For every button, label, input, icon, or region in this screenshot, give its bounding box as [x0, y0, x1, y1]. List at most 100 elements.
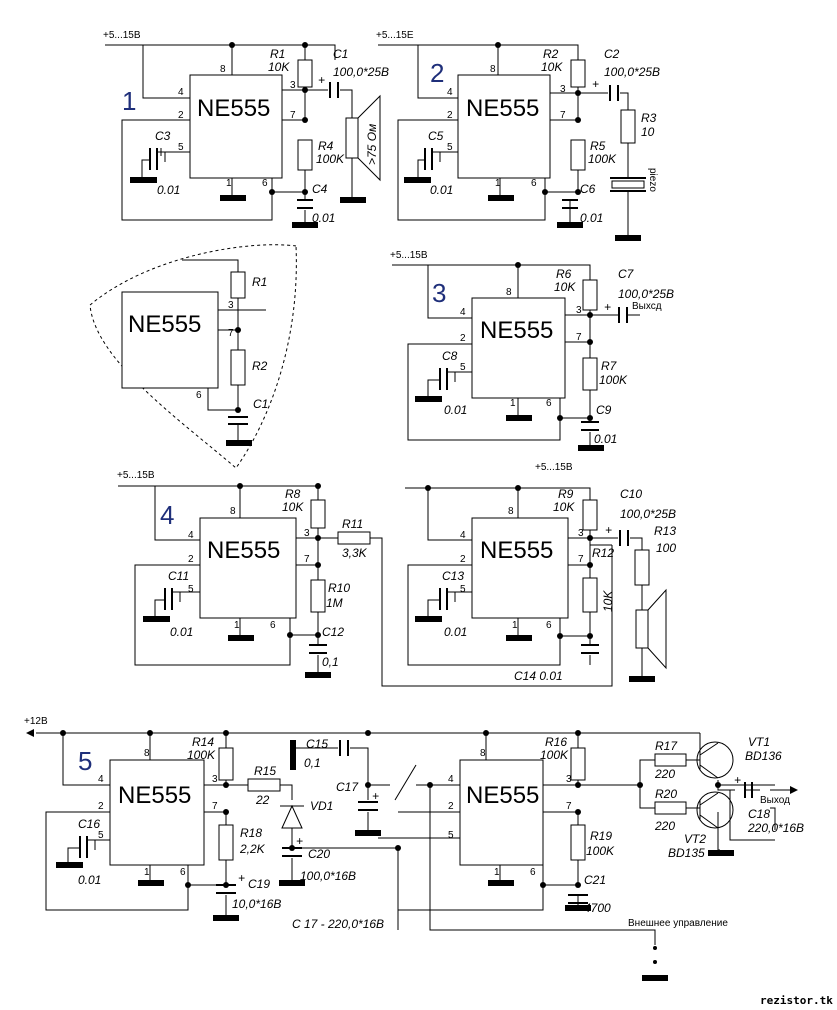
- polarity-plus: +: [296, 834, 303, 848]
- pin-label: 8: [144, 748, 150, 759]
- pin-label: 4: [178, 87, 184, 98]
- component-value: 100,0*25B: [618, 287, 674, 301]
- resistor-r11: [337, 531, 371, 545]
- component-value: 0,1: [304, 756, 321, 770]
- pin-label: 7: [576, 332, 582, 343]
- output-label: Выхсд: [632, 301, 662, 312]
- component-label: R19: [590, 829, 612, 843]
- component-value: 0.01: [78, 873, 101, 887]
- pin-label: 7: [304, 554, 310, 565]
- pin-label: 7: [578, 554, 584, 565]
- component-value: 100K: [599, 373, 628, 387]
- chip-name-3: NE555: [480, 317, 553, 344]
- pin-label: 2: [448, 801, 454, 812]
- resistor-r2-example: [230, 349, 246, 386]
- circuit-2: +5...15E 2 NE555 8 4 2 5 1 6 3 7 R2 10K …: [376, 30, 660, 241]
- pin-label: 5: [188, 584, 194, 595]
- pin-label: 1: [510, 398, 516, 409]
- diode-vd1: [280, 804, 304, 829]
- component-value: 22: [255, 793, 270, 807]
- pin-label: 2: [178, 110, 184, 121]
- component-label: C1: [333, 47, 348, 61]
- chip-name-1: NE555: [197, 95, 270, 122]
- pin-label: 4: [448, 774, 454, 785]
- supply-label-4: +5...15B: [117, 470, 155, 481]
- component-label: R1: [270, 47, 285, 61]
- component-value: 3,3K: [342, 546, 368, 560]
- component-value: 10,0*16B: [232, 897, 281, 911]
- component-label: C13: [442, 569, 464, 583]
- component-label: VT2: [684, 832, 706, 846]
- component-value: 10K: [554, 280, 576, 294]
- output-label: Выход: [760, 795, 790, 806]
- pin-label: 2: [460, 554, 466, 565]
- component-label: C3: [155, 129, 171, 143]
- component-value: 10K: [268, 60, 290, 74]
- pin-label: 3: [566, 774, 572, 785]
- pin-label: 7: [560, 110, 566, 121]
- component-label: R3: [641, 111, 657, 125]
- component-value: 100K: [586, 844, 615, 858]
- pin-label: 3: [560, 84, 566, 95]
- component-value: 10: [641, 125, 655, 139]
- component-label: C8: [442, 349, 458, 363]
- resistor-r3: [620, 109, 636, 144]
- polarity-plus: +: [734, 773, 741, 787]
- pin-label: 1: [234, 620, 240, 631]
- component-value: 100,0*25B: [604, 65, 660, 79]
- resistor-r20: [654, 801, 687, 815]
- component-value: 100,0*25B: [620, 507, 676, 521]
- component-label: C2: [604, 47, 620, 61]
- ne555-chip-5a: [109, 759, 205, 866]
- pin-label: 5: [178, 142, 184, 153]
- pin-label: 3: [228, 300, 234, 311]
- chip-name-5a: NE555: [118, 782, 191, 809]
- resistor-r15: [247, 778, 281, 792]
- component-label: R16: [545, 735, 567, 749]
- component-label: C15: [306, 737, 328, 751]
- piezo-element: [611, 180, 645, 189]
- resistor-r12: [582, 577, 598, 613]
- pin-label: 6: [546, 398, 552, 409]
- component-label: C10: [620, 487, 642, 501]
- component-label: R20: [655, 787, 677, 801]
- polarity-plus: +: [592, 77, 599, 91]
- component-label: C1: [253, 397, 268, 411]
- resistor-r18: [218, 824, 234, 861]
- component-label: C17: [336, 780, 359, 794]
- component-value: 0.01: [157, 183, 180, 197]
- component-label: R4: [318, 139, 334, 153]
- component-label: R10: [328, 581, 350, 595]
- pin-label: 6: [196, 390, 202, 401]
- polarity-plus: +: [318, 73, 325, 87]
- chip-name-2: NE555: [466, 95, 539, 122]
- resistor-r9: [582, 499, 598, 531]
- component-label: R8: [285, 487, 301, 501]
- pin-label: 7: [212, 801, 218, 812]
- pin-label: 4: [188, 530, 194, 541]
- component-label: R15: [254, 764, 276, 778]
- pin-label: 1: [494, 867, 500, 878]
- ne555-chip-1: [189, 74, 283, 179]
- pin-label: 2: [460, 333, 466, 344]
- component-label: R18: [240, 826, 262, 840]
- component-label: C5: [428, 129, 444, 143]
- pin-label: 3: [578, 528, 584, 539]
- pin-label: 8: [506, 287, 512, 298]
- chip-name-4b: NE555: [480, 537, 553, 564]
- pin-label: 4: [447, 87, 453, 98]
- pin-label: 5: [460, 362, 466, 373]
- component-label: C20: [308, 847, 330, 861]
- component-label: R14: [192, 735, 214, 749]
- component-value: 0.01: [444, 625, 467, 639]
- pin-label: 7: [228, 328, 234, 339]
- polarity-plus: +: [372, 789, 379, 803]
- component-value: 100K: [588, 152, 617, 166]
- pin-label: 4: [460, 307, 466, 318]
- resistor-r17: [654, 753, 687, 767]
- watermark: rezistor.tk: [760, 994, 833, 1007]
- component-label: R9: [558, 487, 574, 501]
- resistor-r10: [310, 579, 326, 613]
- component-value: 0.01: [594, 432, 617, 446]
